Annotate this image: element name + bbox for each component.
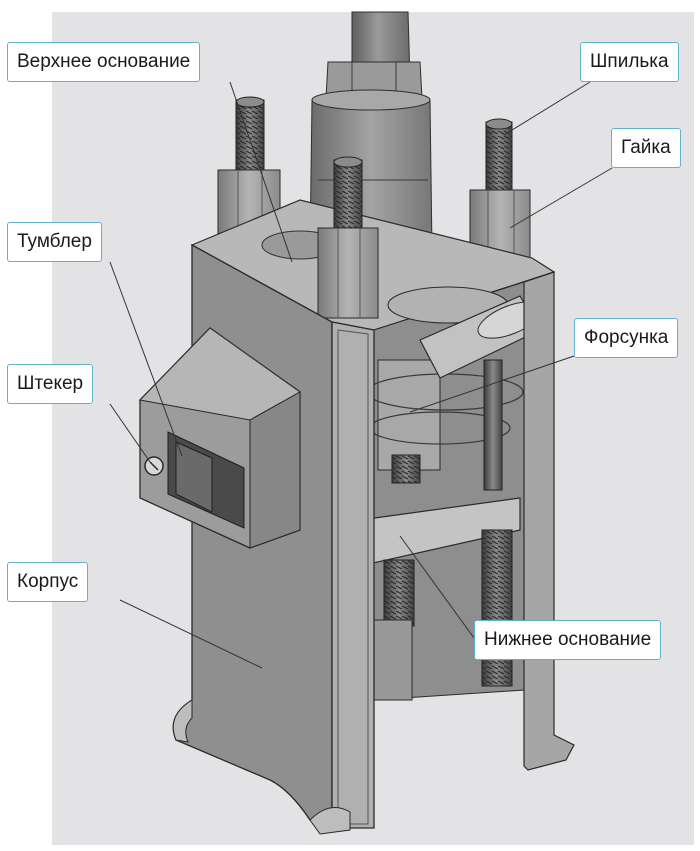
nut-front	[317, 227, 379, 319]
label-lower-base: Нижнее основание	[474, 620, 662, 660]
leader-nut	[509, 167, 613, 229]
label-injector: Форсунка	[574, 318, 679, 358]
leader-upper-base	[229, 81, 293, 263]
leader-injector	[409, 355, 575, 413]
label-upper-base: Верхнее основание	[7, 42, 201, 82]
label-stud: Шпилька	[580, 42, 679, 82]
injector-body	[377, 359, 441, 471]
housing-front-pillar	[331, 321, 375, 829]
leader-toggle	[109, 261, 183, 457]
leader-lower-base	[399, 535, 475, 639]
label-body: Корпус	[7, 562, 89, 602]
leader-plug	[109, 403, 151, 463]
label-toggle: Тумблер	[7, 222, 102, 262]
label-plug: Штекер	[7, 364, 94, 404]
leader-stud	[503, 81, 591, 136]
leader-body	[119, 599, 263, 669]
label-nut: Гайка	[611, 128, 681, 168]
